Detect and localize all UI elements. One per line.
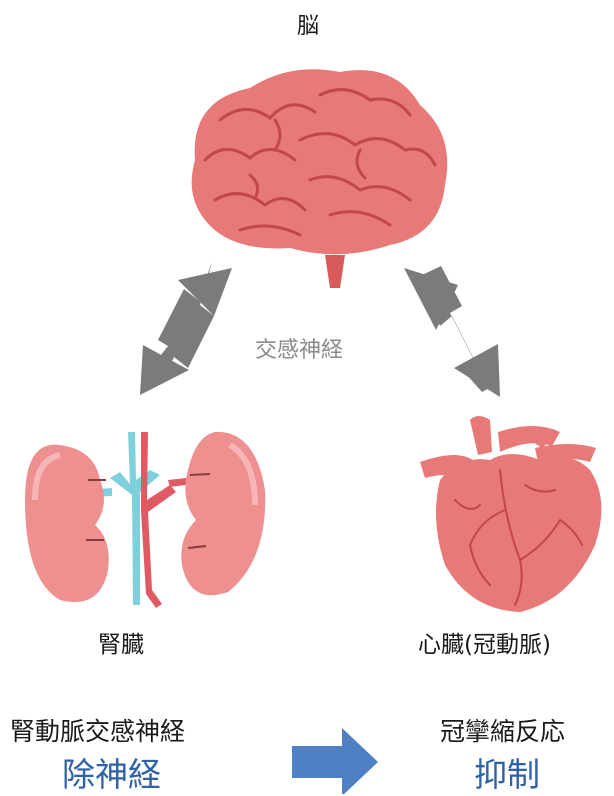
heart-label: 心臓(冠動脈) <box>418 625 551 659</box>
renal-denervation-title: 腎動脈交感神経 <box>10 712 185 748</box>
process-arrow-icon <box>292 728 378 794</box>
brain-icon <box>192 69 448 288</box>
brain-label: 脳 <box>297 8 319 40</box>
suppression-text: 抑制 <box>474 748 540 796</box>
kidney-label: 腎臓 <box>98 625 144 659</box>
denervation-text: 除神経 <box>62 748 161 796</box>
coronary-spasm-title: 冠攣縮反応 <box>440 712 565 748</box>
kidney-icon <box>25 432 265 608</box>
heart-icon <box>420 416 601 612</box>
sympathetic-nerve-label: 交感神経 <box>255 332 343 364</box>
left-double-arrow-icon <box>140 262 232 395</box>
right-double-arrow-icon <box>404 266 500 397</box>
